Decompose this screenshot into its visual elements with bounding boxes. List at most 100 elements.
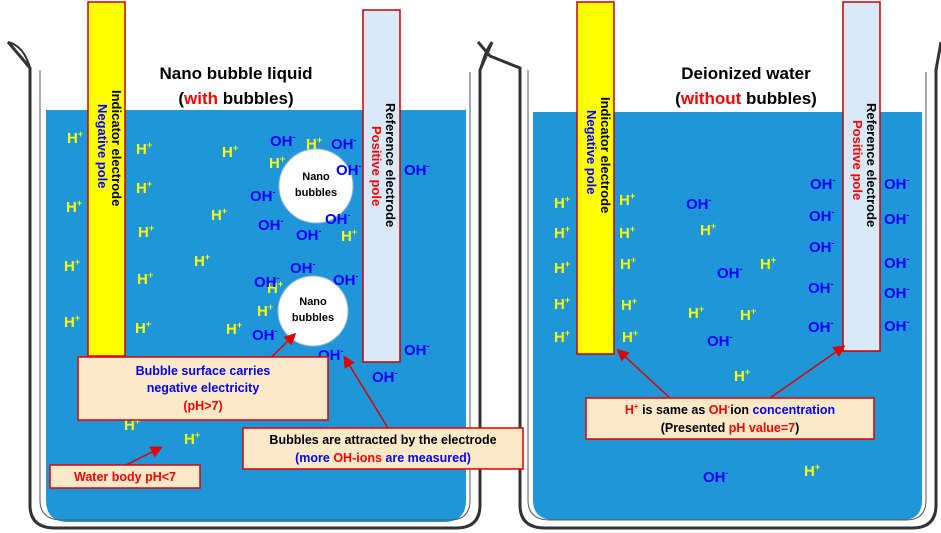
callout-surface-line1: Bubble surface carries <box>136 364 271 378</box>
oh-ion: OH- <box>884 175 910 193</box>
left-oh-ions: OH- OH- OH- OH- OH- OH- OH- OH- OH- OH- … <box>250 132 430 386</box>
right-title-line1: Deionized water <box>681 64 811 83</box>
h-ion: H+ <box>135 319 151 337</box>
callout-equal-concentration: H+ is same as OH-ion concentration (Pres… <box>585 397 875 440</box>
oh-ion: OH- <box>686 195 712 213</box>
h-ion: H+ <box>619 224 635 242</box>
oh-ion: OH- <box>884 254 910 272</box>
h-ion: H+ <box>184 430 200 448</box>
nano-bubble-upper: Nano bubbles <box>278 148 354 224</box>
oh-ion: OH- <box>331 135 357 153</box>
h-ion: H+ <box>620 255 636 273</box>
h-ion: H+ <box>554 259 570 277</box>
h-ion: H+ <box>619 191 635 209</box>
h-ion: H+ <box>688 304 704 322</box>
oh-ion: OH- <box>717 264 743 282</box>
bubble-label-line1: Nano <box>302 171 330 183</box>
h-ion: H+ <box>64 313 80 331</box>
oh-ion: OH- <box>404 341 430 359</box>
h-ion: H+ <box>306 135 322 153</box>
h-ion: H+ <box>269 154 285 172</box>
h-ion: H+ <box>211 206 227 224</box>
left-title-line1: Nano bubble liquid <box>160 64 313 83</box>
h-ion: H+ <box>136 179 152 197</box>
left-beaker-glass <box>6 41 494 530</box>
right-h-ions: H+ H+ H+ H+ H+ H+ H+ H+ H+ H+ H+ H+ H+ H… <box>554 191 820 480</box>
nano-bubble-lower: Nano bubbles <box>277 275 349 347</box>
h-ion: H+ <box>257 302 273 320</box>
oh-ion: OH- <box>884 284 910 302</box>
right-indicator-pole: Negative pole <box>584 110 599 195</box>
h-ion: H+ <box>554 328 570 346</box>
left-indicator-electrode: Indicator electrode Negative pole <box>87 1 126 357</box>
h-ion: H+ <box>138 223 154 241</box>
left-reference-electrode: Reference electrode Positive pole <box>362 9 401 363</box>
oh-ion: OH- <box>252 326 278 344</box>
callout-attract-line1: Bubbles are attracted by the electrode <box>269 433 496 447</box>
h-ion: H+ <box>804 462 820 480</box>
h-ion: H+ <box>267 279 283 297</box>
arrow-equal-to-indicator <box>616 348 671 399</box>
arrow-attract-to-electrode <box>343 355 389 429</box>
oh-ion: OH- <box>703 468 729 486</box>
oh-ion: OH- <box>296 226 322 244</box>
oh-ion: OH- <box>336 161 362 179</box>
oh-ion: OH- <box>333 271 359 289</box>
h-ion: H+ <box>124 416 140 434</box>
callout-equal-line2: (Presented pH value=7) <box>661 421 800 435</box>
bubble-label-line1: Nano <box>299 296 327 308</box>
left-h-ions: H+ H+ H+ H+ H+ H+ H+ H+ H+ H+ H+ H+ H+ H… <box>64 129 357 448</box>
right-beaker-inner-wall <box>527 70 927 521</box>
left-beaker-inner-wall <box>39 70 471 521</box>
right-reference-label: Reference electrode <box>864 103 879 227</box>
h-ion: H+ <box>740 306 756 324</box>
oh-ion: OH- <box>884 317 910 335</box>
right-reference-electrode: Reference electrode Positive pole <box>842 1 881 352</box>
oh-ion: OH- <box>809 238 835 256</box>
left-title-line2: (with bubbles) <box>178 89 293 108</box>
left-indicator-label: Indicator electrode <box>109 90 124 206</box>
right-title-line2: (without bubbles) <box>675 89 817 108</box>
h-ion: H+ <box>64 257 80 275</box>
callout-water-body: Water body pH<7 <box>49 464 201 489</box>
h-ion: H+ <box>136 140 152 158</box>
bubble-icon <box>278 148 354 224</box>
bubble-label-line2: bubbles <box>295 187 337 199</box>
h-ion: H+ <box>66 198 82 216</box>
oh-ion: OH- <box>808 279 834 297</box>
oh-ion: OH- <box>250 187 276 205</box>
oh-ion: OH- <box>707 332 733 350</box>
left-indicator-pole: Negative pole <box>95 104 110 189</box>
oh-ion: OH- <box>258 216 284 234</box>
callout-surface-line3: (pH>7) <box>183 399 222 413</box>
oh-ion: OH- <box>404 161 430 179</box>
h-ion: H+ <box>760 255 776 273</box>
h-ion: H+ <box>137 270 153 288</box>
callout-attract-line2: (more OH-ions are measured) <box>295 451 471 465</box>
callout-equal-line1: H+ is same as OH-ion concentration <box>625 402 835 417</box>
h-ion: H+ <box>67 129 83 147</box>
arrow-water-body <box>123 446 163 467</box>
oh-ion: OH- <box>325 210 351 228</box>
oh-ion: OH- <box>372 368 398 386</box>
bubble-icon <box>277 275 349 347</box>
callout-bubble-surface: Bubble surface carries negative electric… <box>77 356 329 421</box>
right-oh-ions: OH- OH- OH- OH- OH- OH- OH- OH- OH- OH- … <box>686 175 910 486</box>
h-ion: H+ <box>554 224 570 242</box>
h-ion: H+ <box>622 328 638 346</box>
oh-ion: OH- <box>270 132 296 150</box>
oh-ion: OH- <box>290 259 316 277</box>
h-ion: H+ <box>226 320 242 338</box>
h-ion: H+ <box>734 367 750 385</box>
arrow-equal-to-reference <box>769 345 846 399</box>
callout-attracted: Bubbles are attracted by the electrode (… <box>242 427 524 470</box>
callout-water-text: Water body pH<7 <box>74 470 176 484</box>
oh-ion: OH- <box>809 207 835 225</box>
right-beaker-glass <box>476 41 941 530</box>
right-reference-pole: Positive pole <box>850 120 865 200</box>
bubble-label-line2: bubbles <box>292 312 334 324</box>
right-indicator-electrode: Indicator electrode Negative pole <box>576 1 615 355</box>
left-reference-label: Reference electrode <box>383 103 398 227</box>
h-ion: H+ <box>554 194 570 212</box>
